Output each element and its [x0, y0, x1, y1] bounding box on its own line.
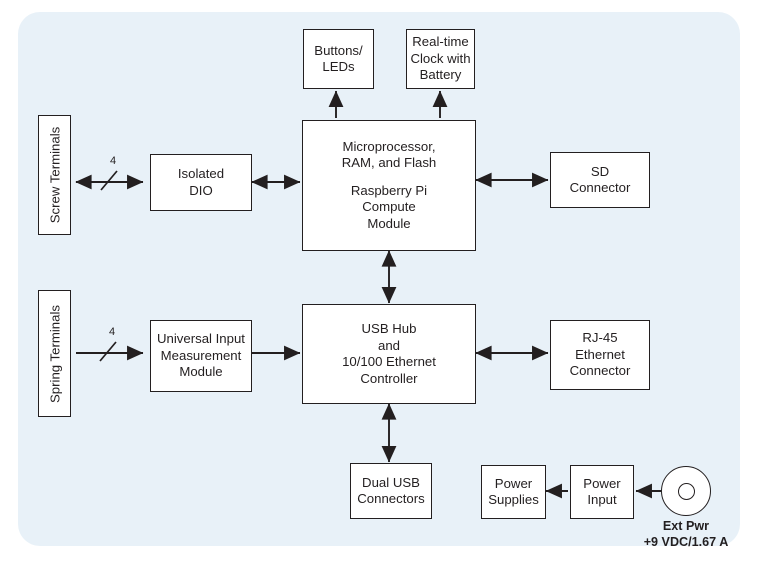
ext-power-caption-line2: +9 VDC/1.67 A	[643, 535, 729, 550]
ext-power-jack-center-icon	[677, 482, 695, 500]
block-isolated-dio-line2: DIO	[189, 182, 213, 198]
block-microprocessor-line3: Raspberry Pi	[350, 182, 428, 198]
block-microprocessor-line4: Compute	[362, 199, 416, 215]
block-microprocessor-line1: Microprocessor,	[342, 138, 436, 154]
block-universal-input-text: Universal Input Measurement Module	[151, 331, 251, 381]
block-screw-terminals[interactable]: Screw Terminals	[38, 115, 71, 235]
block-spring-terminals[interactable]: Spring Terminals	[38, 290, 71, 417]
block-microprocessor-line2: RAM, and Flash	[341, 155, 437, 171]
block-usb-hub-line3: 10/100 Ethernet	[342, 354, 436, 369]
block-isolated-dio-line1: Isolated	[177, 166, 225, 181]
block-rj45-line3: Connector	[569, 363, 631, 379]
block-sd-connector-line1: SD	[590, 163, 610, 179]
block-buttons-leds-line1: Buttons/	[314, 42, 363, 58]
block-spring-terminals-label: Spring Terminals	[47, 304, 62, 403]
block-buttons-leds-line2: LEDs	[322, 59, 355, 74]
block-universal-input-line3: Module	[179, 364, 223, 380]
block-real-time-clock-line2: Clock with	[410, 50, 471, 66]
block-usb-hub-line1: USB Hub	[361, 321, 417, 336]
bus-slash-screw	[100, 170, 118, 191]
block-microprocessor[interactable]: Microprocessor, RAM, and Flash Raspberry…	[302, 120, 476, 251]
block-microprocessor-text: Microprocessor, RAM, and Flash Raspberry…	[303, 139, 475, 233]
block-power-supplies[interactable]: Power Supplies	[481, 465, 546, 519]
block-buttons-leds-text: Buttons/ LEDs	[304, 43, 373, 76]
block-dual-usb-connectors[interactable]: Dual USB Connectors	[350, 463, 432, 519]
block-universal-input-line2: Measurement	[160, 347, 242, 363]
block-microprocessor-line5: Module	[367, 215, 411, 231]
block-usb-hub-line4: Controller	[360, 370, 418, 386]
block-rj45-line1: RJ-45	[582, 330, 618, 346]
block-dual-usb-text: Dual USB Connectors	[351, 475, 431, 508]
block-power-input-line1: Power	[583, 475, 621, 491]
block-universal-input-measurement-module[interactable]: Universal Input Measurement Module	[150, 320, 252, 392]
block-usb-hub-line2: and	[377, 337, 400, 353]
block-rj45-line2: Ethernet	[575, 346, 625, 362]
block-usb-hub-text: USB Hub and 10/100 Ethernet Controller	[303, 321, 475, 387]
block-isolated-dio-text: Isolated DIO	[151, 166, 251, 199]
block-power-supplies-line2: Supplies	[488, 492, 539, 507]
block-screw-terminals-label: Screw Terminals	[47, 126, 62, 224]
block-rj45-text: RJ-45 Ethernet Connector	[551, 330, 649, 380]
block-microprocessor-spacer	[303, 172, 475, 183]
bus-label-screw: 4	[110, 155, 117, 167]
ext-power-caption: Ext Pwr +9 VDC/1.67 A	[610, 518, 757, 551]
block-sd-connector-line2: Connector	[569, 180, 631, 195]
block-sd-connector-text: SD Connector	[551, 164, 649, 197]
block-isolated-dio[interactable]: Isolated DIO	[150, 154, 252, 211]
block-universal-input-line1: Universal Input	[157, 331, 245, 347]
block-power-input-line2: Input	[587, 492, 617, 507]
block-real-time-clock-line1: Real-time	[412, 34, 469, 50]
block-buttons-leds[interactable]: Buttons/ LEDs	[303, 29, 374, 89]
block-real-time-clock[interactable]: Real-time Clock with Battery	[406, 29, 475, 89]
block-real-time-clock-line3: Battery	[419, 67, 462, 83]
block-dual-usb-line1: Dual USB	[362, 474, 420, 490]
block-power-input[interactable]: Power Input	[570, 465, 634, 519]
block-real-time-clock-text: Real-time Clock with Battery	[407, 34, 474, 84]
block-rj45-ethernet-connector[interactable]: RJ-45 Ethernet Connector	[550, 320, 650, 390]
block-sd-connector[interactable]: SD Connector	[550, 152, 650, 208]
block-power-supplies-line1: Power	[494, 475, 533, 491]
block-power-supplies-text: Power Supplies	[482, 476, 545, 509]
ext-power-jack-icon	[661, 466, 711, 516]
ext-power-caption-line1: Ext Pwr	[662, 519, 710, 533]
bus-label-spring: 4	[109, 326, 116, 338]
block-usb-hub-ethernet-controller[interactable]: USB Hub and 10/100 Ethernet Controller	[302, 304, 476, 404]
block-power-input-text: Power Input	[571, 476, 633, 509]
block-dual-usb-line2: Connectors	[357, 491, 425, 506]
bus-slash-spring	[99, 341, 117, 362]
diagram-panel-background	[18, 12, 740, 546]
